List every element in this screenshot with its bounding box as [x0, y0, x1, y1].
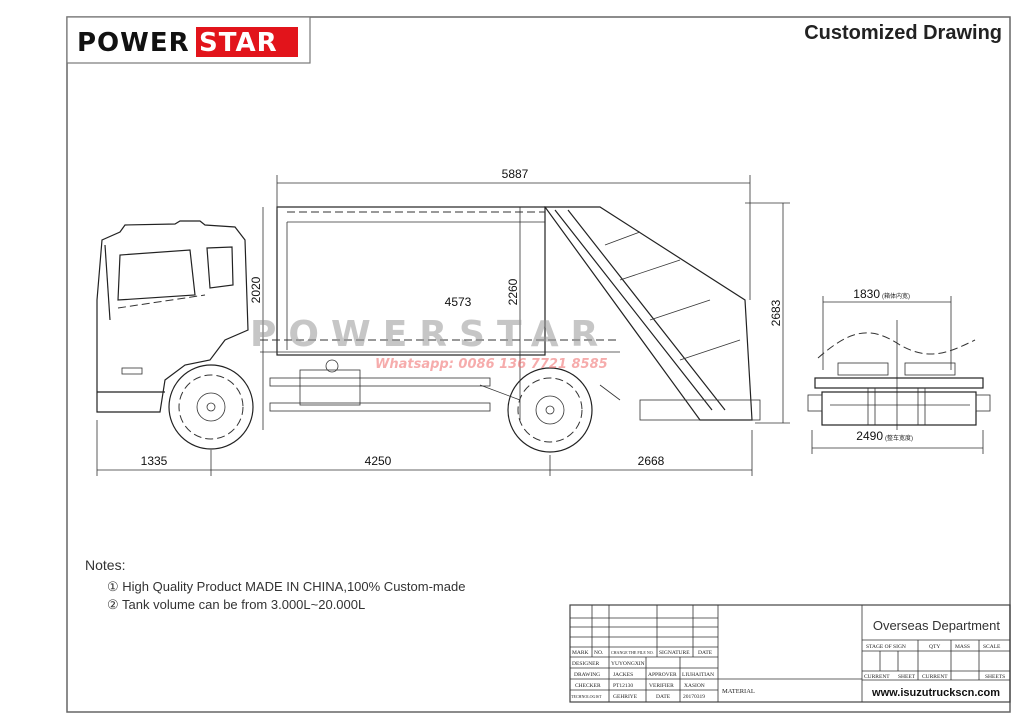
- dim-cab-height: 2020: [249, 276, 263, 303]
- dim-overall-body: 5887: [502, 167, 529, 181]
- dim-body-height: 2260: [506, 278, 520, 305]
- tb-drawing-label: DRAWING: [574, 672, 600, 678]
- tb-date-value: 20170319: [683, 694, 705, 700]
- title-block: MARK NO. CHANGE THE FILE NO. SIGNATURE D…: [569, 604, 1011, 703]
- tb-mass-label: MASS: [955, 644, 970, 650]
- tb-mark: MARK: [572, 650, 589, 656]
- tb-current-2: CURRENT: [922, 674, 948, 680]
- tb-approver-label: APPROVER: [648, 672, 677, 678]
- tb-verifier-label: VERIFIER: [649, 683, 674, 689]
- notes-heading: Notes:: [85, 557, 125, 573]
- tb-drawing: JACKES: [613, 672, 633, 678]
- tb-technologist: GEHRIYE: [613, 694, 638, 700]
- truck-rear-view: 1830 (箱体内宽) 2490 (整车宽度): [807, 287, 991, 454]
- watermark: POWERSTAR Whatsapp: 0086 136 7721 8585: [250, 314, 610, 372]
- tb-technologist-label: TECHNOLOGIST: [571, 694, 602, 699]
- dim-overall-height: 2683: [769, 299, 783, 326]
- watermark-phone: Whatsapp: 0086 136 7721 8585: [375, 357, 608, 372]
- logo-star: STAR: [199, 28, 278, 58]
- tb-current: CURRENT: [864, 674, 890, 680]
- tb-checker: PT12130: [613, 683, 633, 689]
- note-item: ② Tank volume can be from 3.000L~20.000L: [107, 597, 365, 612]
- tb-date-label: DATE: [656, 694, 671, 700]
- tb-department: Overseas Department: [873, 618, 1001, 633]
- dim-rear-overhang: 2668: [638, 454, 665, 468]
- tb-designer-label: DESIGNER: [572, 661, 600, 667]
- dim-overall-width-note: (整车宽度): [885, 434, 913, 442]
- dim-wheelbase: 4250: [365, 454, 392, 468]
- tb-sheets: SHEETS: [985, 674, 1005, 680]
- front-wheel: [168, 364, 254, 450]
- page-title: Customized Drawing: [804, 22, 1002, 44]
- tb-website: www.isuzutruckscn.com: [871, 687, 1000, 699]
- tb-designer: YUYONGXIN: [611, 661, 645, 667]
- tb-scale-label: SCALE: [983, 644, 1001, 650]
- tb-change: CHANGE THE FILE NO.: [611, 650, 654, 655]
- dim-inner-width-note: (箱体内宽): [882, 292, 910, 300]
- tb-approver: LIUHAITIAN: [682, 672, 714, 678]
- dim-inner-width: 1830: [853, 287, 880, 301]
- tb-sheet: SHEET: [898, 674, 916, 680]
- tb-no: NO.: [594, 650, 604, 656]
- dim-body-length: 4573: [445, 295, 472, 309]
- watermark-logo: POWERSTAR: [250, 314, 610, 355]
- tb-material-label: MATERIAL: [722, 688, 755, 695]
- tb-qty-label: QTY: [929, 644, 940, 650]
- powerstar-logo: POWER STAR: [77, 27, 298, 58]
- side-dimensions: 5887 4573 2020 2260 2683 1335 4250 2668: [96, 167, 790, 476]
- rear-wheel: [507, 367, 593, 453]
- dim-front-overhang: 1335: [141, 454, 168, 468]
- tb-checker-label: CHECKER: [575, 683, 601, 689]
- tb-verifier: XASION: [684, 683, 705, 689]
- dim-overall-width: 2490: [856, 429, 883, 443]
- truck-side-view: [96, 206, 761, 453]
- tb-date: DATE: [698, 650, 713, 656]
- note-item: ① High Quality Product MADE IN CHINA,100…: [107, 579, 465, 594]
- notes: Notes: ① High Quality Product MADE IN CH…: [85, 557, 465, 612]
- tb-stage-label: STAGE OF SIGN: [866, 644, 906, 650]
- logo-power: POWER: [77, 28, 190, 58]
- sheet-border: [66, 16, 1011, 713]
- tb-signature: SIGNATURE: [659, 650, 690, 656]
